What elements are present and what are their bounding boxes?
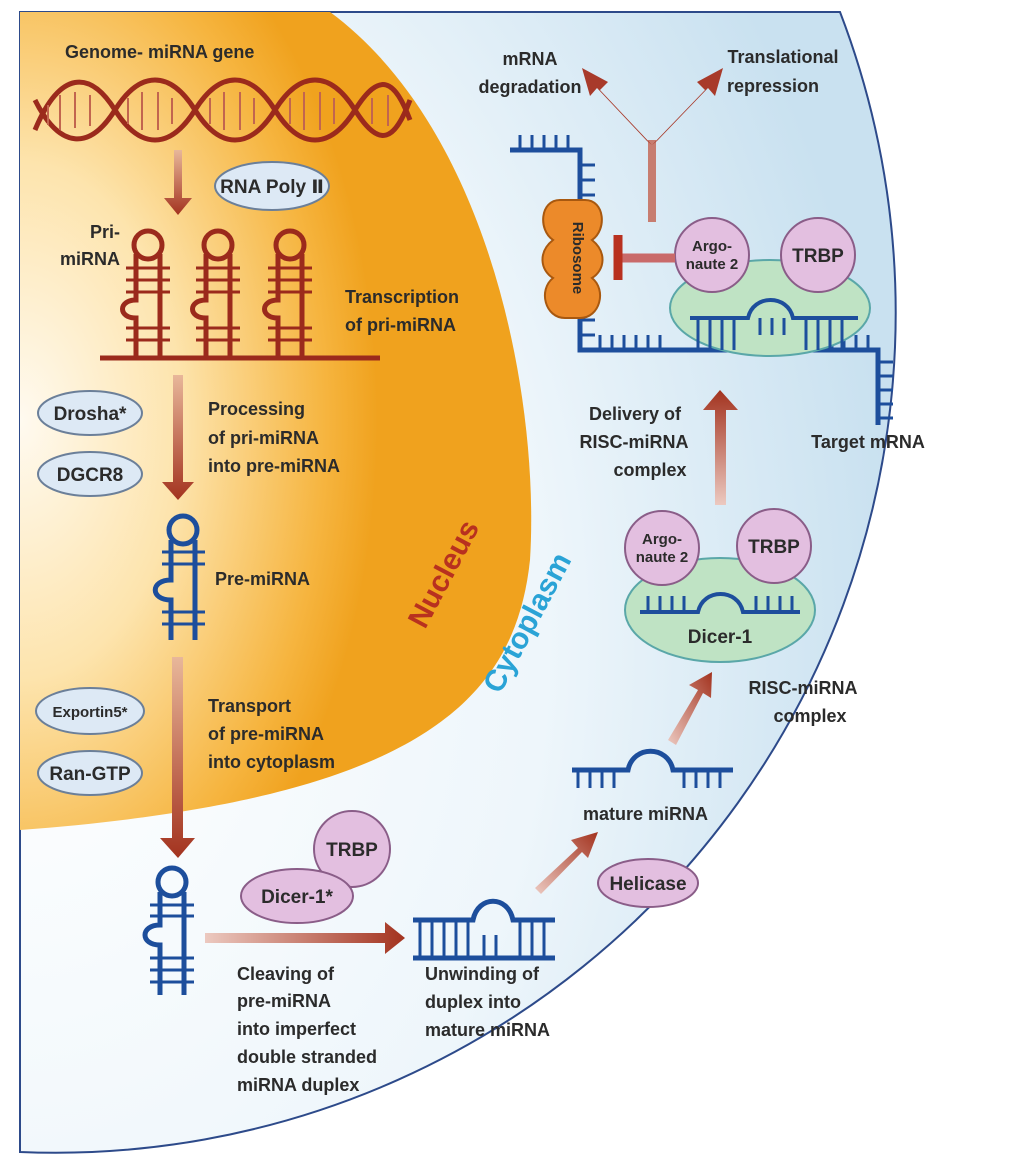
argonaute-mid-label-2: naute 2	[636, 549, 689, 566]
risc-label-2: complex	[773, 706, 846, 726]
drosha-ellipse	[37, 390, 143, 436]
cleaving-label-4: double stranded	[237, 1047, 377, 1067]
processing-label-1: Processing	[208, 399, 305, 419]
ribosome-label: Ribosome	[569, 222, 586, 295]
translational-repression-label-1: Translational	[727, 47, 838, 67]
risc-top-rna	[690, 298, 858, 320]
translational-repression-label-2: repression	[727, 76, 819, 96]
unwinding-label-2: duplex into	[425, 992, 521, 1012]
transport-label-3: into cytoplasm	[208, 752, 335, 772]
target-mrna-label: Target mRNA	[811, 432, 925, 452]
ribosome	[541, 199, 604, 319]
processing-label-2: of pri-miRNA	[208, 428, 319, 448]
cleaving-label-2: pre-miRNA	[237, 991, 331, 1011]
dicer-mid-label: Dicer-1	[688, 627, 753, 648]
dicer-bottom-ellipse	[240, 868, 354, 924]
helicase-ellipse	[597, 858, 699, 908]
cytoplasm-pre-mirna-base-pairs	[150, 903, 194, 984]
dgcr8-label: DGCR8	[57, 465, 124, 486]
processing-label-3: into pre-miRNA	[208, 456, 340, 476]
target-mrna-bases	[518, 135, 893, 420]
ran-gtp-label: Ran-GTP	[49, 764, 131, 785]
arrow-processing	[162, 375, 194, 500]
rna-poly-ii-label: RNA Poly Ⅱ	[220, 177, 324, 198]
unwinding-label-1: Unwinding of	[425, 964, 540, 984]
trbp-bottom-circle	[313, 810, 391, 888]
arrow-delivery	[703, 390, 738, 505]
trbp-mid-label: TRBP	[748, 537, 800, 558]
y-split-arrows	[582, 68, 723, 222]
pre-mirna-label: Pre-miRNA	[215, 569, 310, 589]
mature-mirna	[572, 748, 733, 773]
argonaute-mid-circle	[624, 510, 700, 586]
exportin5-label: Exportin5*	[52, 704, 127, 721]
mrna-degradation-label-1: mRNA	[502, 49, 557, 69]
unwinding-label-3: mature miRNA	[425, 1020, 550, 1040]
argonaute-mid-label-1: Argo-	[642, 531, 682, 548]
delivery-label-3: complex	[613, 460, 686, 480]
rna-poly-ii-ellipse	[214, 161, 330, 211]
risc-top-rna-bases	[696, 318, 844, 350]
pri-mirna-label-1: Pri-	[90, 222, 120, 242]
delivery-label-2: RISC-miRNA	[579, 432, 688, 452]
risc-mid-rna-bases	[646, 596, 794, 612]
cytoplasm-pre-mirna-hairpin	[142, 865, 189, 995]
trbp-top-circle	[780, 217, 856, 293]
helicase-label: Helicase	[609, 874, 686, 895]
arrow-unwinding	[535, 832, 598, 894]
pri-mirna-label-2: miRNA	[60, 249, 120, 269]
risc-label-1: RISC-miRNA	[748, 678, 857, 698]
arrow-transcription	[164, 150, 192, 215]
mature-mirna-label: mature miRNA	[583, 804, 708, 824]
argonaute-top-circle	[674, 217, 750, 293]
transport-label-2: of pre-miRNA	[208, 724, 324, 744]
transport-label-1: Transport	[208, 696, 291, 716]
genome-label: Genome- miRNA gene	[65, 42, 254, 62]
mirna-duplex-base-pairs	[418, 920, 546, 958]
argonaute-top-label-1: Argo-	[692, 238, 732, 255]
arrow-cleaving	[205, 922, 405, 954]
transcription-label-1: Transcription	[345, 287, 459, 307]
argonaute-top-label-2: naute 2	[686, 256, 739, 273]
trbp-bottom-label: TRBP	[326, 840, 378, 861]
transcription-label-2: of pri-miRNA	[345, 315, 456, 335]
dgcr8-ellipse	[37, 451, 143, 497]
arrow-risc-assembly	[668, 672, 712, 745]
ran-gtp-ellipse	[37, 750, 143, 796]
mrna-degradation-label-2: degradation	[478, 77, 581, 97]
genome-dna-helix	[32, 77, 413, 143]
cleaving-label-5: miRNA duplex	[237, 1075, 359, 1095]
risc-mid-rna	[640, 592, 800, 614]
dicer-bottom-label: Dicer-1*	[261, 887, 333, 908]
delivery-label-1: Delivery of	[589, 404, 682, 424]
trbp-mid-circle	[736, 508, 812, 584]
cleaving-label-1: Cleaving of	[237, 964, 335, 984]
arrow-transport	[160, 657, 195, 858]
pri-mirna-base-pairs	[126, 266, 312, 342]
mature-mirna-bases	[576, 770, 722, 788]
pre-mirna-base-pairs	[162, 550, 205, 626]
trbp-top-label: TRBP	[792, 246, 844, 267]
cleaving-label-3: into imperfect	[237, 1019, 356, 1039]
exportin5-ellipse	[35, 687, 145, 735]
nucleus-region	[20, 12, 532, 830]
drosha-label: Drosha*	[54, 404, 127, 425]
inhibition-symbol	[613, 235, 675, 280]
